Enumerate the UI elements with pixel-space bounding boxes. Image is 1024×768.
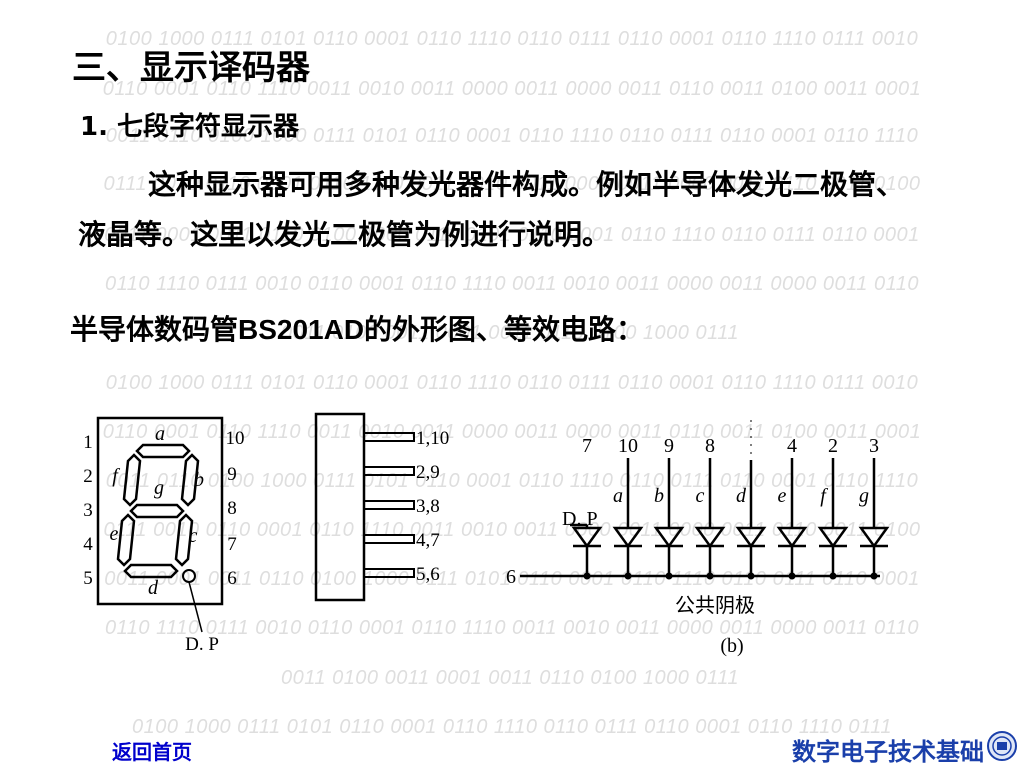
pin-number: 3 — [83, 500, 93, 521]
segment-label-d: d — [736, 485, 747, 507]
pin-number: 8 — [705, 435, 715, 457]
pin-lead — [363, 500, 415, 510]
segment-label-b: b — [194, 469, 204, 491]
segment-a — [135, 443, 191, 459]
pin-number: 9 — [227, 464, 237, 485]
diode-e-triangle — [776, 526, 808, 549]
pin-number: 8 — [227, 498, 237, 519]
segment-e — [116, 513, 136, 567]
pin-number: 7 — [582, 435, 592, 457]
diode-a-triangle — [612, 526, 644, 549]
pin-pair-label: 1,10 — [416, 428, 449, 449]
slide-title: 三、显示译码器 — [72, 48, 310, 88]
segment-label-f: f — [820, 485, 828, 507]
pin-number: 10 — [226, 428, 245, 449]
pin-number: 2 — [83, 466, 93, 487]
diode-dp-junction — [583, 572, 591, 580]
segment-b — [180, 453, 200, 507]
pin-number: 9 — [664, 435, 674, 457]
pin-pair-label: 3,8 — [416, 496, 440, 517]
body-paragraph: 这种显示器可用多种发光器件构成。例如半导体发光二极管、液晶等。这里以发光二极管为… — [78, 160, 918, 260]
segment-label-c: c — [189, 525, 198, 547]
diode-d-junction — [747, 572, 755, 580]
segment-label-a: a — [155, 423, 165, 445]
diode-f-triangle — [817, 526, 849, 549]
segment-label-f: f — [112, 465, 120, 487]
diode-array — [570, 420, 890, 580]
pin-number: 5 — [83, 568, 93, 589]
segment-label-d: d — [148, 577, 159, 599]
diode-c-junction — [706, 572, 714, 580]
diode-c-triangle — [694, 526, 726, 549]
dp-label: D. P — [185, 634, 219, 655]
segment-f — [122, 453, 142, 507]
diode-d-triangle — [735, 526, 767, 549]
segment-label-e: e — [110, 523, 119, 545]
diode-e-junction — [788, 572, 796, 580]
diode-f-junction — [829, 572, 837, 580]
pin-pair-label: 2,9 — [416, 462, 440, 483]
segment-label-e: e — [778, 485, 787, 507]
dp-label: D. P — [562, 508, 598, 530]
pin-number: 6 — [227, 568, 237, 589]
pin-pair-label: 4,7 — [416, 530, 440, 551]
display-outline — [96, 416, 224, 606]
pin-number: 2 — [828, 435, 838, 457]
pin-lead — [363, 534, 415, 544]
decimal-point — [182, 569, 196, 583]
pin-number: 4 — [83, 534, 93, 555]
figure-b-label: (b) — [720, 635, 743, 657]
diode-g-triangle — [858, 526, 890, 549]
segment-d — [123, 563, 179, 579]
pin-lead — [363, 432, 415, 442]
home-link[interactable]: 返回首页 — [112, 740, 192, 764]
side-view-diagram: 1,10 2,9 3,8 4,7 5,6 — [314, 412, 449, 602]
pin-number: 7 — [227, 534, 237, 555]
body-paragraph-text: 这种显示器可用多种发光器件构成。例如半导体发光二极管、液晶等。这里以发光二极管为… — [78, 168, 905, 251]
pin-number: 1 — [83, 432, 93, 453]
segment-g — [129, 503, 185, 519]
pin-lead — [363, 466, 415, 476]
pin-pair-label: 5,6 — [416, 564, 440, 585]
section-subtitle: 1. 七段字符显示器 — [80, 112, 300, 142]
diode-g-junction — [870, 572, 878, 580]
segment-label-g: g — [859, 485, 869, 507]
pin-number: 10 — [618, 435, 638, 457]
segment-label-a: a — [613, 485, 623, 507]
figure-caption: 半导体数码管BS201AD的外形图、等效电路： — [70, 314, 645, 345]
course-brand: 数字电子技术基础 — [792, 738, 984, 766]
package-body — [314, 412, 366, 602]
common-pin-number: 6 — [506, 566, 516, 588]
segment-label-b: b — [654, 485, 664, 507]
common-cathode-label: 公共阴极 — [675, 594, 755, 617]
diode-dp-triangle — [571, 526, 603, 549]
diode-a-junction — [624, 572, 632, 580]
segment-c — [174, 513, 194, 567]
diode-b-junction — [665, 572, 673, 580]
segment-label-c: c — [696, 485, 705, 507]
dp-pointer — [188, 581, 203, 633]
pin-number: 4 — [787, 435, 797, 457]
segment-label-g: g — [154, 477, 164, 499]
pin-number: 3 — [869, 435, 879, 457]
diode-b-triangle — [653, 526, 685, 549]
display-figure: a f b g e c d 1 2 3 4 5 10 9 8 7 6 D. P — [83, 412, 890, 657]
pin-lead — [363, 568, 415, 578]
front-view-diagram: a f b g e c d 1 2 3 4 5 10 9 8 7 6 D. P — [83, 416, 245, 655]
equivalent-circuit: 6 D. P 7 10 9 8 4 2 3 a b c d e f g 公共阴极… — [506, 420, 890, 657]
university-logo-icon — [987, 731, 1017, 761]
